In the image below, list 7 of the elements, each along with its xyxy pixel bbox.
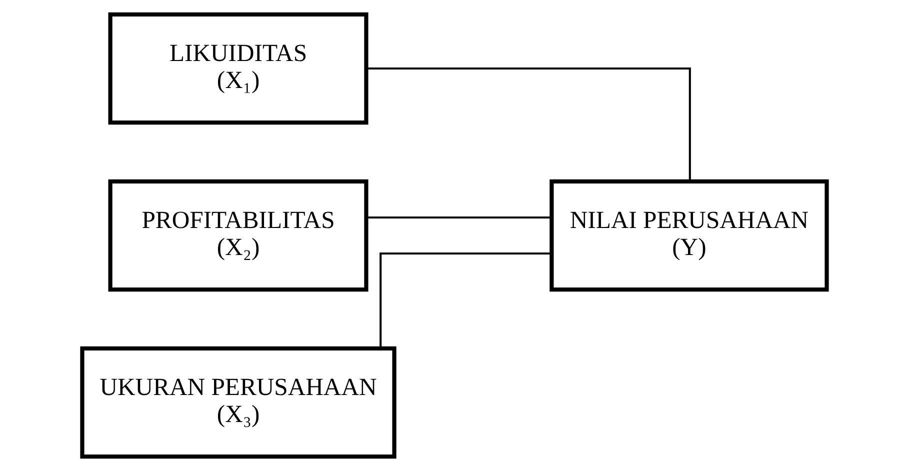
node-box: NILAI PERUSAHAAN (Y) bbox=[549, 178, 828, 292]
node-box: LIKUIDITAS (X₁) bbox=[108, 12, 368, 124]
connector bbox=[379, 252, 552, 348]
node-box: UKURAN PERUSAHAAN (X₃) bbox=[80, 346, 396, 458]
connector bbox=[366, 67, 690, 181]
node-box: PROFITABILITAS (X₂) bbox=[108, 178, 368, 292]
connector bbox=[366, 216, 551, 218]
